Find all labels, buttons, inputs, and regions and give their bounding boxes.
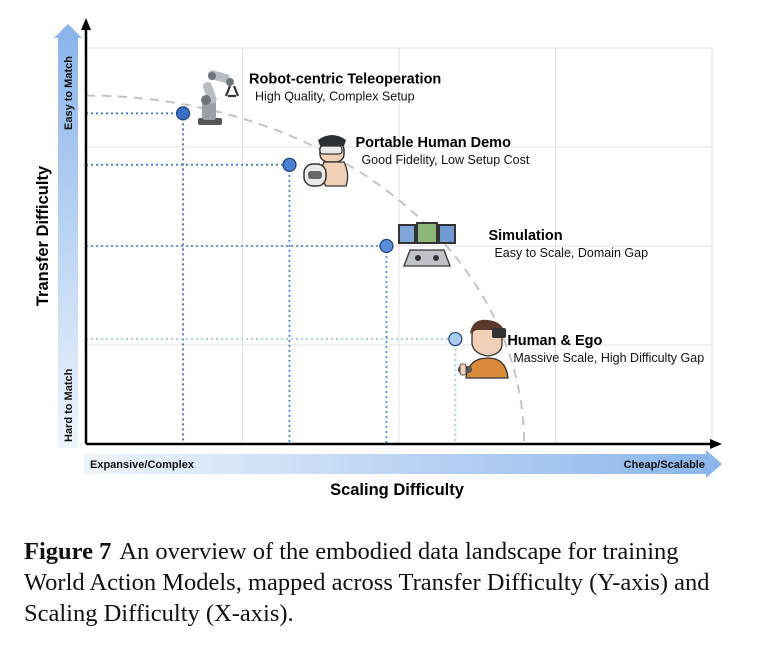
data-point <box>175 106 191 121</box>
frontier-curve <box>85 94 526 445</box>
point-label: Simulation <box>488 228 562 244</box>
data-point <box>379 238 394 254</box>
guide-lines <box>86 112 457 444</box>
sim-workstation-icon <box>398 222 456 267</box>
point-sublabel: High Quality, Complex Setup <box>255 89 415 103</box>
robot-arm-icon <box>198 70 240 125</box>
x-axis-title: Scaling Difficulty <box>330 481 465 499</box>
data-point <box>448 331 463 347</box>
data-point <box>282 157 297 172</box>
chart: Easy to Match Hard to Match Expansive/Co… <box>34 18 722 499</box>
x-gradient-bar: Expansive/Complex Cheap/Scalable <box>84 450 722 478</box>
y-gradient-bar: Easy to Match Hard to Match <box>54 24 82 448</box>
point-sublabel: Massive Scale, High Difficulty Gap <box>513 351 704 365</box>
caption-text: An overview of the embodied data landsca… <box>24 538 710 627</box>
point-sublabel: Easy to Scale, Domain Gap <box>494 246 648 260</box>
grid <box>86 47 713 444</box>
y-high-label: Easy to Match <box>63 56 75 130</box>
point-label: Robot-centric Teleoperation <box>249 71 441 87</box>
y-axis-title: Transfer Difficulty <box>34 165 52 306</box>
point-sublabel: Good Fidelity, Low Setup Cost <box>361 153 529 167</box>
y-low-label: Hard to Match <box>63 368 75 442</box>
x-high-label: Cheap/Scalable <box>624 459 705 471</box>
vr-glove-icon <box>303 135 349 187</box>
axes <box>81 18 722 449</box>
x-low-label: Expansive/Complex <box>90 459 195 471</box>
point-label: Portable Human Demo <box>355 135 511 151</box>
headset-person-icon <box>458 319 509 379</box>
figure-label: Figure 7 <box>24 538 112 565</box>
point-label: Human & Ego <box>507 333 602 349</box>
